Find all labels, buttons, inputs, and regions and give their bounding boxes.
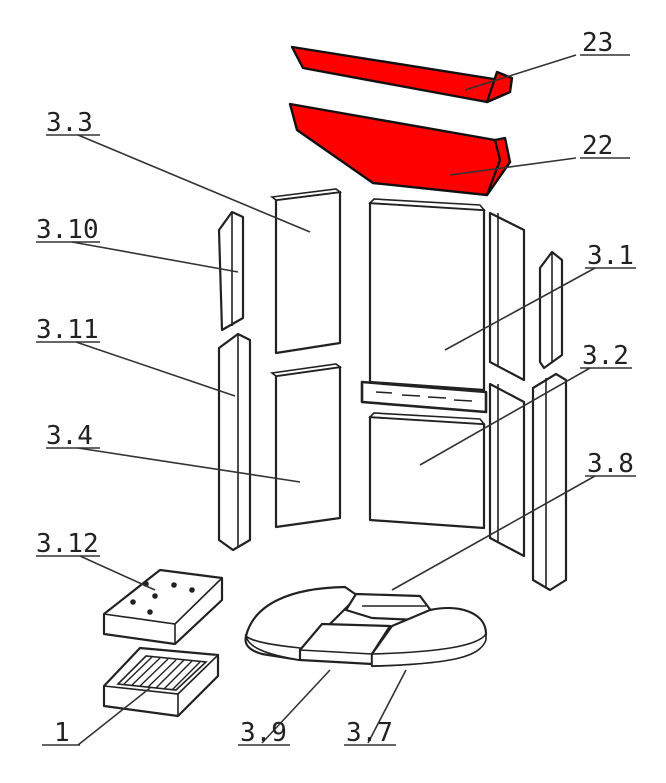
right-upper-side-panel[interactable] [488,211,526,382]
part-3-7[interactable] [370,606,488,668]
part-3-11[interactable] [217,332,252,552]
label-1: 1 [54,718,70,748]
part-3-2[interactable] [368,412,486,530]
part-3-4[interactable] [269,363,343,529]
label-3-1: 3.1 [587,241,634,271]
part-1[interactable] [102,646,220,718]
part-3-3[interactable] [269,188,343,355]
part-3-9[interactable] [298,622,392,666]
label-3-10: 3.10 [36,215,99,245]
label-22: 22 [582,131,613,161]
label-3-3: 3.3 [46,108,93,138]
right-small-side-piece[interactable] [538,250,564,370]
part-22-body [288,102,512,197]
right-lower-side-panel[interactable] [488,382,526,558]
grate-bars [123,656,201,691]
label-3-12: 3.12 [36,529,99,559]
label-3-9: 3.9 [240,718,287,748]
label-3-7: 3.7 [346,718,393,748]
label-23: 23 [582,28,613,58]
label-3-8: 3.8 [587,449,634,479]
part-22[interactable] [288,102,512,197]
part-23-edge [485,70,514,104]
part-3-1[interactable] [368,198,486,392]
part-23[interactable] [290,45,514,104]
leader-lines [71,54,596,746]
label-3-2: 3.2 [582,341,629,371]
right-tall-side-piece[interactable] [531,372,568,592]
part-3-12[interactable] [102,568,224,646]
slotted-bar[interactable] [360,380,488,414]
label-3-4: 3.4 [46,421,93,451]
label-underlines [36,54,636,746]
label-3-11: 3.11 [36,315,99,345]
part-23-body [290,45,512,104]
